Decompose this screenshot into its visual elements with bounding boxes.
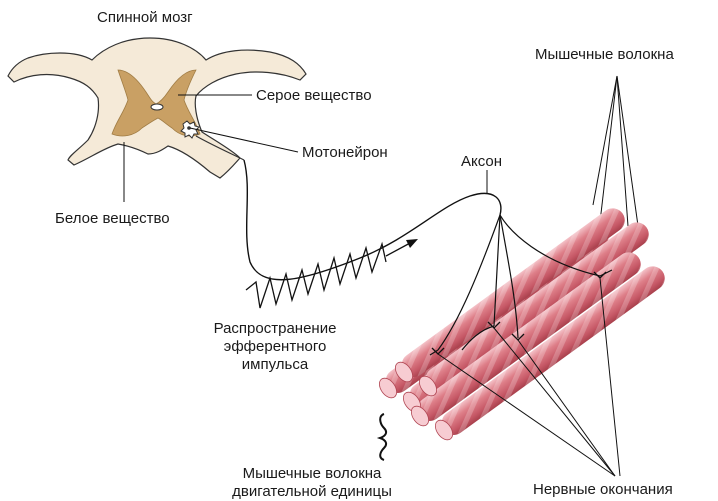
impulse-label-line2: эфферентного: [200, 338, 350, 356]
impulse-label-line1: Распространение: [200, 320, 350, 338]
central-canal: [151, 104, 163, 110]
impulse-label: Распространение эфферентного импульса: [200, 320, 350, 374]
motoneuron-label: Мотонейрон: [302, 144, 388, 162]
white-matter-label: Белое вещество: [55, 210, 170, 228]
grey-matter-label: Серое вещество: [256, 87, 372, 105]
muscle-fibers-label: Мышечные волокна: [535, 46, 674, 64]
nerve-endings-label: Нервные окончания: [533, 481, 673, 499]
axon-line: [244, 160, 501, 280]
impulse-zigzag: [246, 244, 386, 308]
motor-unit-brace: [380, 414, 386, 460]
axon-label: Аксон: [461, 153, 502, 171]
impulse-arrow: [386, 239, 418, 256]
impulse-label-line3: импульса: [200, 356, 350, 374]
motor-unit-label: Мышечные волокна двигательной единицы: [212, 465, 412, 501]
motor-unit-label-line1: Мышечные волокна: [212, 465, 412, 483]
spinal-cord-label: Спинной мозг: [97, 9, 193, 27]
spinal-cord-section: [8, 38, 306, 178]
motor-unit-label-line2: двигательной единицы: [212, 483, 412, 501]
